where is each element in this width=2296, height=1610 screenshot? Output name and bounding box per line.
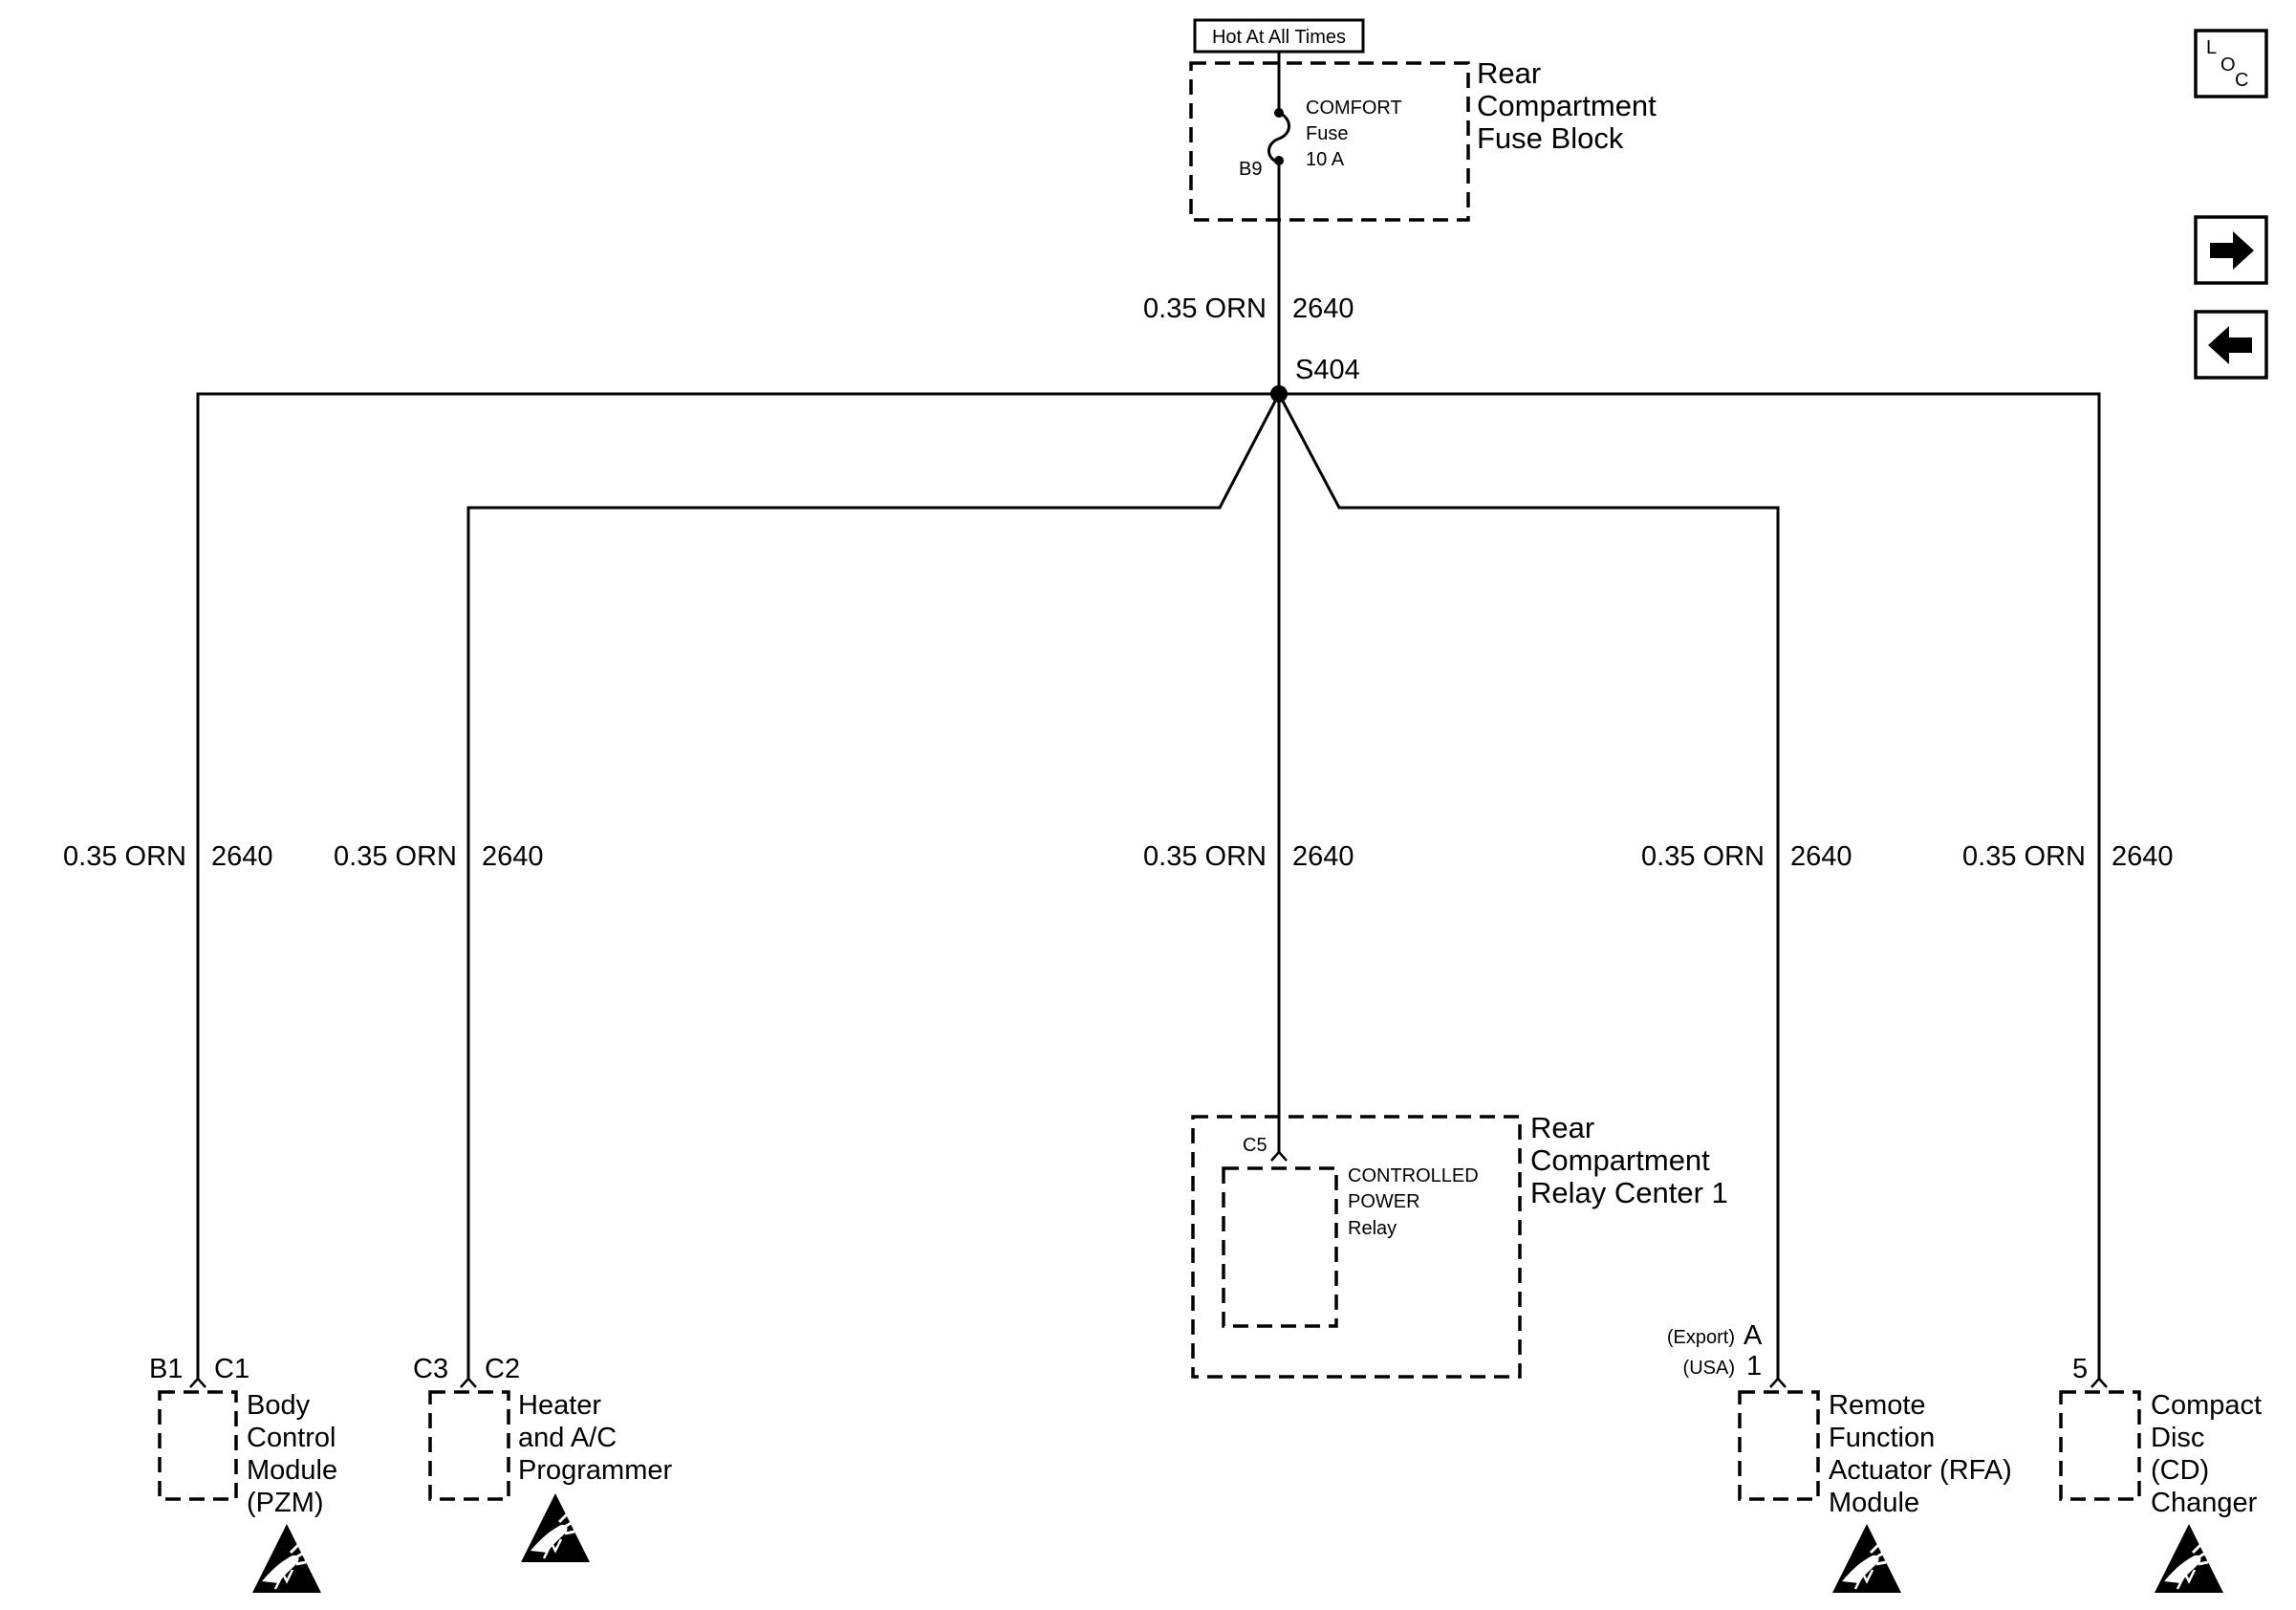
rfa-outline xyxy=(1738,1390,1820,1501)
fuse-name: COMFORT xyxy=(1306,98,1402,119)
rfa-pin-export: A xyxy=(1744,1320,1763,1351)
hvac-outline xyxy=(428,1390,510,1501)
fuse-symbol xyxy=(1267,111,1290,164)
branch-5-gauge: 0.35 ORN xyxy=(1962,841,2086,872)
rfa-connector xyxy=(1769,1377,1787,1388)
relay-name: CONTROLLED POWER Relay xyxy=(1348,1165,1484,1239)
relay-pin: C5 xyxy=(1243,1135,1267,1156)
bcm-name: Body Control Module (PZM) xyxy=(247,1390,345,1518)
hvac-connector-label: C3 xyxy=(413,1354,448,1384)
branch-2-gauge: 0.35 ORN xyxy=(334,841,457,872)
fuse-type: Fuse xyxy=(1306,123,1348,144)
esd-warning-icon xyxy=(1830,1522,1903,1595)
splice-label: S404 xyxy=(1295,355,1360,385)
loc-button[interactable]: L O C xyxy=(2194,29,2268,98)
svg-text:L: L xyxy=(2206,37,2217,58)
branch-5-circuit: 2640 xyxy=(2112,841,2174,872)
wire-bcm xyxy=(196,392,1279,1379)
feed-wire-gauge: 0.35 ORN xyxy=(1143,294,1267,324)
relay-center-outline xyxy=(1191,1115,1522,1379)
rfa-pin-export-note: (Export) xyxy=(1667,1327,1735,1348)
hvac-pin: C2 xyxy=(485,1354,520,1384)
esd-warning-icon xyxy=(2153,1522,2225,1595)
branch-1-gauge: 0.35 ORN xyxy=(63,841,186,872)
relay-center-name: Rear Compartment Relay Center 1 xyxy=(1530,1111,1728,1209)
power-source-label: Hot At All Times xyxy=(1212,27,1346,48)
branch-2-circuit: 2640 xyxy=(482,841,544,872)
branch-3-gauge: 0.35 ORN xyxy=(1143,841,1267,872)
bcm-pin: C1 xyxy=(214,1354,249,1384)
arrow-left-icon xyxy=(2208,326,2252,364)
wire-rfa xyxy=(1277,393,1780,1379)
relay-outline xyxy=(1222,1166,1338,1328)
rfa-name: Remote Function Actuator (RFA) Module xyxy=(1829,1390,2020,1518)
arrow-right-icon xyxy=(2210,231,2254,270)
next-page-button[interactable] xyxy=(2194,215,2268,285)
fuse-block-name: Rear Compartment Fuse Block xyxy=(1477,56,1664,155)
svg-text:C: C xyxy=(2235,70,2248,91)
esd-warning-icon xyxy=(519,1491,592,1564)
cd-connector xyxy=(2090,1377,2108,1388)
branch-4-circuit: 2640 xyxy=(1790,841,1852,872)
rfa-pin-usa: 1 xyxy=(1746,1351,1762,1382)
prev-page-button[interactable] xyxy=(2194,310,2268,380)
wire-hvac xyxy=(466,393,1281,1379)
bcm-outline xyxy=(158,1390,238,1501)
branch-1-circuit: 2640 xyxy=(211,841,273,872)
esd-warning-icon xyxy=(250,1522,323,1595)
hvac-name: Heater and A/C Programmer xyxy=(518,1390,672,1486)
cd-outline xyxy=(2059,1390,2141,1501)
relay-connector-c5 xyxy=(1270,1150,1288,1162)
rfa-pin-usa-note: (USA) xyxy=(1683,1358,1735,1379)
cd-pin: 5 xyxy=(2072,1354,2088,1384)
fuse-rating: 10 A xyxy=(1306,149,1345,170)
hvac-connector xyxy=(460,1377,477,1388)
branch-4-gauge: 0.35 ORN xyxy=(1641,841,1765,872)
wire-cd xyxy=(1279,392,2101,1379)
bcm-connector xyxy=(189,1377,206,1388)
fuse-pin: B9 xyxy=(1239,159,1262,180)
feed-wire-circuit: 2640 xyxy=(1292,294,1354,324)
bcm-connector-label: B1 xyxy=(149,1354,183,1384)
cd-name: Compact Disc (CD) Changer xyxy=(2151,1390,2269,1518)
svg-text:O: O xyxy=(2220,54,2236,76)
fuse-block-outline xyxy=(1189,61,1470,222)
branch-3-circuit: 2640 xyxy=(1292,841,1354,872)
